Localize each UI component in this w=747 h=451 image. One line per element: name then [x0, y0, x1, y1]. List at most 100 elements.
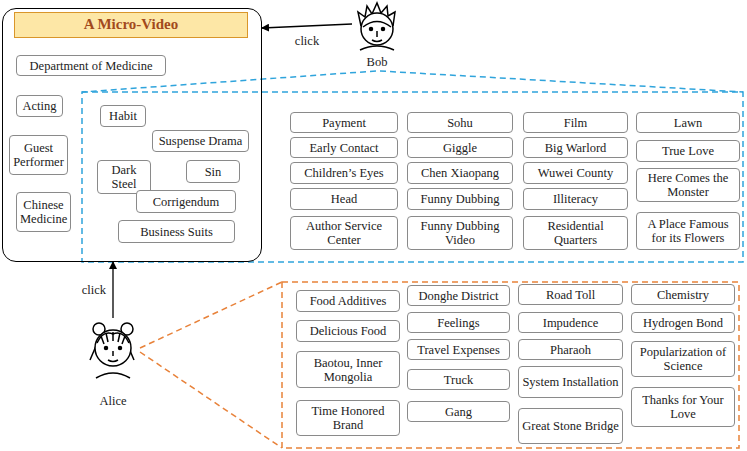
tag-text: Travel Expenses: [411, 343, 506, 357]
tag-text: Film: [527, 116, 624, 130]
tag-text: Author Service Center: [294, 219, 394, 247]
tag-text: Corrigendum: [140, 195, 232, 209]
bob-figure: [358, 3, 395, 50]
orange-dashed-line: [140, 282, 282, 348]
tag-box: Lawn: [636, 112, 740, 133]
tag-text: Time Honored Brand: [300, 404, 396, 432]
tag-text: Big Warlord: [527, 141, 624, 155]
tag-text: A Place Famous for its Flowers: [640, 217, 736, 245]
tag-box: Residential Quarters: [523, 216, 628, 250]
tag-text: Wuwei County: [527, 166, 624, 180]
tag-text: True Love: [640, 144, 736, 158]
tag-box: Habit: [100, 105, 146, 127]
tag-text: Here Comes the Monster: [640, 171, 736, 199]
tag-box: Funny Dubbing: [407, 188, 513, 210]
tag-text: Popularization of Science: [635, 345, 731, 373]
tag-text: Funny Dubbing Video: [411, 219, 509, 247]
tag-box: Wuwei County: [523, 162, 628, 184]
tag-text: Great Stone Bridge: [522, 419, 619, 433]
tag-box: Gang: [407, 401, 510, 422]
tag-box: Chemistry: [631, 284, 735, 305]
tag-text: Thanks for Your Love: [635, 393, 731, 421]
tag-text: Guest Performer: [13, 141, 64, 169]
tag-text: Road Toll: [522, 288, 619, 302]
tag-text: Head: [294, 192, 394, 206]
tag-box: Giggle: [407, 137, 513, 158]
tag-box: Thanks for Your Love: [631, 387, 735, 427]
blue-dashed-line: [380, 71, 743, 92]
tag-box: Acting: [16, 95, 63, 117]
tag-text: Acting: [20, 99, 59, 113]
tag-box: Popularization of Science: [631, 341, 735, 377]
tag-text: Funny Dubbing: [411, 192, 509, 206]
tag-text: Payment: [294, 116, 394, 130]
tag-text: Lawn: [640, 116, 736, 130]
tag-text: System Installation: [522, 375, 619, 389]
tag-box: Dark Steel: [97, 160, 151, 194]
tag-text: Delicious Food: [300, 324, 396, 338]
tag-text: Giggle: [411, 141, 509, 155]
tag-text: Habit: [104, 109, 142, 123]
tag-box: Here Comes the Monster: [636, 168, 740, 202]
tag-text: Impudence: [522, 316, 619, 330]
tag-box: Author Service Center: [290, 216, 398, 250]
tag-box: Road Toll: [518, 284, 623, 305]
tag-box: Hydrogen Bond: [631, 312, 735, 333]
tag-box: Travel Expenses: [407, 339, 510, 360]
tag-box: Feelings: [407, 312, 510, 333]
tag-text: Food Additives: [300, 294, 396, 308]
tag-text: Sin: [190, 165, 236, 179]
user-figure: Alice: [86, 318, 140, 408]
tag-box: Sohu: [407, 112, 513, 133]
user-name: Alice: [86, 394, 140, 408]
tag-box: Food Additives: [296, 290, 400, 312]
tag-box: Time Honored Brand: [296, 400, 400, 436]
edge-label: click: [80, 283, 108, 297]
tag-box: Business Suits: [118, 220, 235, 243]
tag-box: Donghe District: [407, 285, 510, 306]
tag-box: Big Warlord: [523, 137, 628, 158]
tag-box: Great Stone Bridge: [518, 408, 623, 444]
tag-text: Early Contact: [294, 141, 394, 155]
tag-box: Department of Medicine: [16, 55, 166, 76]
tag-box: Funny Dubbing Video: [407, 216, 513, 250]
orange-dashed-region: [282, 282, 739, 448]
tag-text: Sohu: [411, 116, 509, 130]
user-figure: Bob: [352, 0, 402, 69]
tag-text: Truck: [411, 373, 506, 387]
tag-box: Children’s Eyes: [290, 162, 398, 184]
click-arrow: [112, 262, 113, 318]
tag-box: Head: [290, 188, 398, 210]
micro-video-box: A Micro-VideoDepartment of MedicineActin…: [2, 8, 262, 262]
orange-dashed-line: [140, 352, 282, 448]
click-arrow: [262, 24, 352, 28]
tag-box: Early Contact: [290, 137, 398, 158]
tag-box: Film: [523, 112, 628, 133]
tag-box: Corrigendum: [136, 190, 236, 213]
tag-box: Truck: [407, 369, 510, 390]
tag-text: Chinese Medicine: [20, 198, 67, 226]
tag-box: Impudence: [518, 312, 623, 333]
tag-box: Illiteracy: [523, 188, 628, 210]
video-title: A Micro-Video: [14, 12, 248, 38]
tag-box: Baotou, Inner Mongolia: [296, 351, 400, 388]
tag-text: Baotou, Inner Mongolia: [300, 356, 396, 384]
tag-text: Hydrogen Bond: [635, 316, 731, 330]
tag-text: Suspense Drama: [156, 134, 245, 148]
alice-figure: [90, 323, 134, 378]
tag-text: Department of Medicine: [20, 59, 162, 73]
user-name: Bob: [352, 55, 402, 69]
tag-box: System Installation: [518, 366, 623, 398]
tag-box: Suspense Drama: [152, 130, 249, 152]
tag-text: Business Suits: [122, 225, 231, 239]
tag-box: True Love: [636, 140, 740, 162]
tag-text: Pharaoh: [522, 343, 619, 357]
tag-text: Chemistry: [635, 288, 731, 302]
tag-box: Pharaoh: [518, 339, 623, 360]
tag-text: Dark Steel: [101, 163, 147, 191]
edge-label: click: [293, 34, 321, 48]
tag-box: A Place Famous for its Flowers: [636, 212, 740, 250]
tag-text: Donghe District: [411, 289, 506, 303]
tag-text: Illiteracy: [527, 192, 624, 206]
